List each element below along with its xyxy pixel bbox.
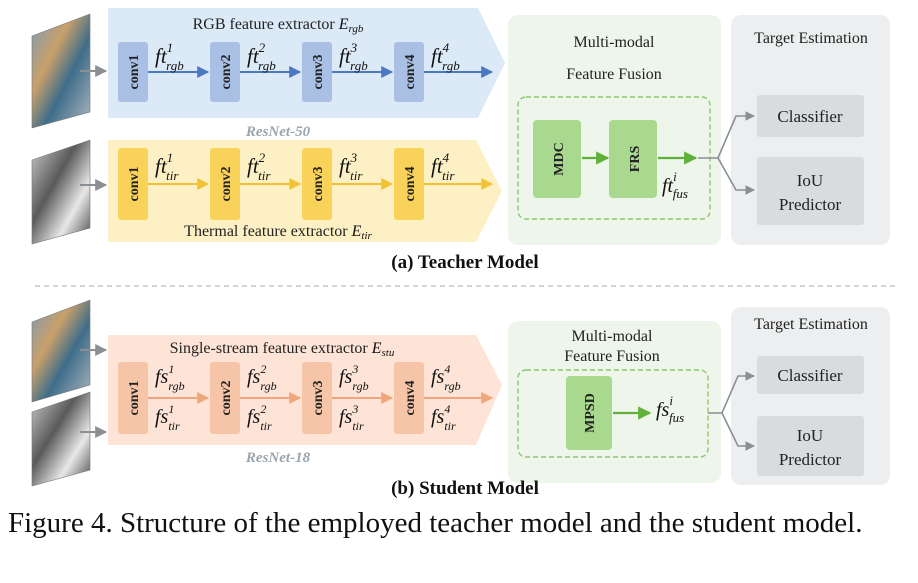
tir-conv3-label: conv3: [311, 167, 326, 202]
student-classifier-box: [757, 356, 864, 394]
student-conv2-block: [210, 362, 240, 434]
teacher-thermal-input-image: [31, 139, 91, 245]
rgb-conv1-label: conv1: [127, 55, 142, 90]
teacher-to-classifier-connector: [698, 111, 755, 159]
student-conv4-block: [394, 362, 424, 434]
rgb-extractor-title: RGB feature extractor Ergb: [193, 16, 364, 35]
student-iou-box: [757, 416, 864, 476]
rgb-conv1-block: [118, 42, 148, 102]
teacher-to-iou-connector: [717, 157, 755, 195]
student-thermal-input-image: [31, 391, 91, 487]
mdc-label: MDC: [552, 142, 567, 175]
frs-block: [609, 120, 657, 198]
teacher-iou-label-line1: IoU: [797, 171, 823, 190]
student-conv1-block: [118, 362, 148, 434]
teacher-model: RGB feature extractor Ergb ResNet-50 The…: [31, 8, 890, 273]
tir-conv1-block: [118, 148, 148, 220]
thermal-extractor-title: Thermal feature extractor Etir: [184, 223, 372, 242]
student-to-iou-connector: [721, 412, 755, 451]
student-classifier-label: Classifier: [777, 366, 842, 385]
teacher-caption: (a) Teacher Model: [391, 252, 538, 273]
teacher-iou-label-line2: Predictor: [779, 195, 842, 214]
student-iou-label-line2: Predictor: [779, 450, 842, 469]
student-model: Single-stream feature extractor Estu Res…: [31, 299, 890, 499]
student-fusion-title-line2: Feature Fusion: [564, 348, 660, 365]
student-conv4-label: conv4: [403, 381, 418, 416]
teacher-iou-box: [757, 157, 864, 225]
tir-conv4-block: [394, 148, 424, 220]
student-conv3-label: conv3: [311, 381, 326, 416]
student-target-title: Target Estimation: [754, 316, 868, 333]
teacher-fusion-title-line1: Multi-modal: [574, 34, 655, 51]
tir-conv1-label: conv1: [127, 167, 142, 202]
teacher-backbone-label: ResNet-50: [245, 124, 311, 140]
rgb-conv2-block: [210, 42, 240, 102]
rgb-conv2-label: conv2: [219, 55, 234, 90]
mpsd-label: MPSD: [583, 393, 598, 433]
tir-conv4-label: conv4: [403, 167, 418, 202]
tir-conv2-label: conv2: [219, 167, 234, 202]
mpsd-block: [566, 376, 612, 450]
student-fusion-title-line1: Multi-modal: [572, 328, 653, 345]
tir-conv3-block: [302, 148, 332, 220]
teacher-classifier-label: Classifier: [777, 107, 842, 126]
architecture-diagram: RGB feature extractor Ergb ResNet-50 The…: [31, 8, 895, 499]
student-conv3-block: [302, 362, 332, 434]
mdc-block: [533, 120, 581, 198]
figure-caption: Figure 4. Structure of the employed teac…: [8, 507, 863, 539]
tir-conv2-block: [210, 148, 240, 220]
rgb-conv3-block: [302, 42, 332, 102]
teacher-target-title: Target Estimation: [754, 30, 868, 47]
student-caption: (b) Student Model: [391, 478, 539, 499]
student-fusion-panel: [508, 321, 721, 483]
student-iou-label-line1: IoU: [797, 426, 823, 445]
student-fusion-dashed-box: [517, 369, 709, 458]
student-rgb-input-image: [31, 299, 91, 403]
rgb-conv4-label: conv4: [403, 55, 418, 90]
student-conv2-label: conv2: [219, 381, 234, 416]
student-extractor-title: Single-stream feature extractor Estu: [170, 340, 395, 359]
rgb-conv3-label: conv3: [311, 55, 326, 90]
teacher-rgb-input-image: [31, 13, 91, 129]
teacher-classifier-box: [757, 95, 864, 137]
student-to-classifier-connector: [708, 371, 755, 414]
frs-label: FRS: [628, 146, 643, 173]
teacher-fusion-title-line2: Feature Fusion: [566, 66, 662, 83]
rgb-conv4-block: [394, 42, 424, 102]
student-conv1-label: conv1: [127, 381, 142, 416]
student-backbone-label: ResNet-18: [245, 450, 311, 466]
